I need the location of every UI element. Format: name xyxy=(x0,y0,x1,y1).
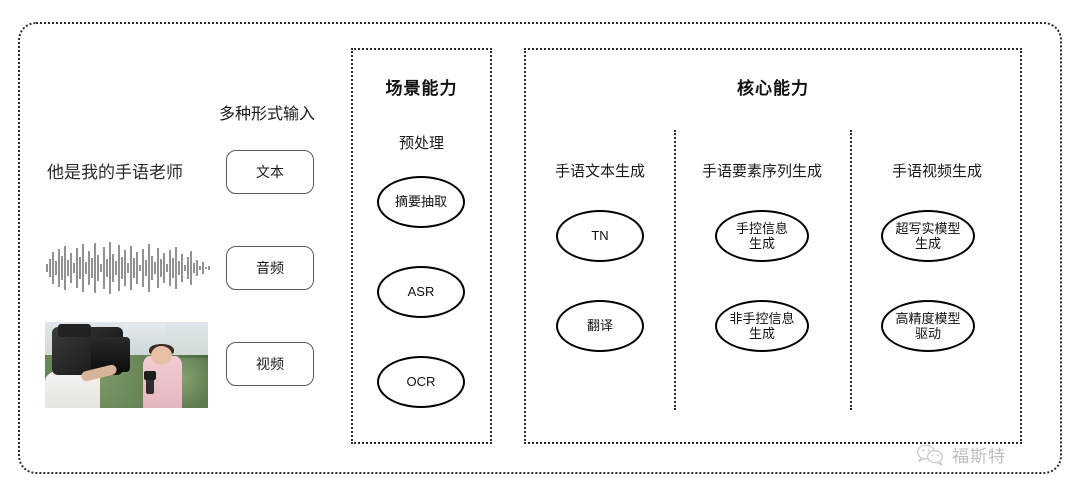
modality-label: 视频 xyxy=(256,356,284,372)
core-node-hyper-realistic-model-generation[interactable]: 超写实模型生成 xyxy=(881,210,975,262)
core-node-tn[interactable]: TN xyxy=(556,210,644,262)
core-group-header-sign-element-sequence-generation: 手语要素序列生成 xyxy=(701,163,822,180)
watermark: 福斯特 xyxy=(916,442,1006,467)
core-group-header-sign-text-generation: 手语文本生成 xyxy=(554,163,645,180)
wechat-icon xyxy=(917,444,944,466)
core-node-manual-info-generation[interactable]: 手控信息生成 xyxy=(715,210,809,262)
scene-panel-title: 场景能力 xyxy=(385,79,458,98)
core-group-header-sign-video-generation: 手语视频生成 xyxy=(891,163,982,180)
modality-button-video[interactable]: 视频 xyxy=(226,342,314,386)
core-node-high-precision-model-driving[interactable]: 高精度模型驱动 xyxy=(881,300,975,352)
core-column-divider-1 xyxy=(674,130,676,410)
modality-label: 文本 xyxy=(256,164,284,180)
sample-input-text: 他是我的手语老师 xyxy=(47,163,183,182)
modality-button-text[interactable]: 文本 xyxy=(226,150,314,194)
core-column-divider-2 xyxy=(850,130,852,410)
watermark-label: 福斯特 xyxy=(952,447,1006,466)
scene-group-header-preprocess: 预处理 xyxy=(398,135,444,152)
video-thumbnail xyxy=(45,322,208,408)
core-capability-panel: 核心能力 手语文本生成 TN 翻译 手语要素序列生成 手控信息生成 非手控信息生… xyxy=(524,48,1022,444)
audio-waveform-icon xyxy=(46,242,210,294)
core-panel-title: 核心能力 xyxy=(737,79,809,98)
scene-node-asr[interactable]: ASR xyxy=(377,266,465,318)
core-node-translation[interactable]: 翻译 xyxy=(556,300,644,352)
modality-button-audio[interactable]: 音频 xyxy=(226,246,314,290)
scene-capability-panel: 场景能力 预处理 摘要抽取 ASR OCR xyxy=(351,48,492,444)
scene-node-ocr[interactable]: OCR xyxy=(377,356,465,408)
core-node-non-manual-info-generation[interactable]: 非手控信息生成 xyxy=(715,300,809,352)
outer-dotted-frame xyxy=(18,22,1062,474)
input-section-heading: 多种形式输入 xyxy=(219,106,316,123)
scene-node-summary-extraction[interactable]: 摘要抽取 xyxy=(377,176,465,228)
modality-label: 音频 xyxy=(256,260,284,276)
